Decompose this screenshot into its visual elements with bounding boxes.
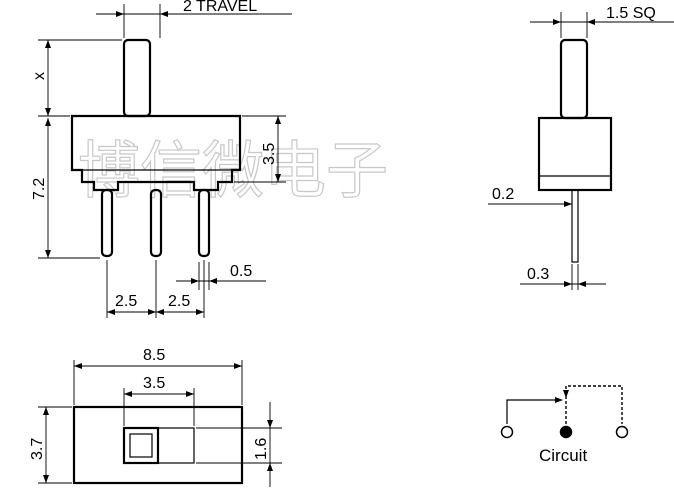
h72-arrow-top	[45, 118, 51, 126]
terminal-common	[559, 425, 573, 439]
top-knob-outer	[122, 426, 160, 465]
x-label: x	[31, 72, 48, 80]
pin-width-label: 0.5	[230, 263, 252, 280]
sq-arrow-right	[587, 19, 595, 25]
side-pin	[571, 189, 579, 263]
slot-arrow-left	[124, 391, 132, 397]
side-body	[537, 116, 613, 192]
pin-right	[197, 188, 211, 258]
front-actuator	[122, 38, 152, 118]
circuit-solid-line	[506, 399, 561, 424]
front-body	[70, 114, 242, 192]
pinw-arrow-left	[191, 278, 199, 284]
travel-arrow-right	[160, 11, 168, 17]
body-width-label: 3.7	[29, 438, 46, 460]
side-view: 1.5 SQ 0.2 0.3	[488, 5, 674, 290]
h72-label: 7.2	[31, 178, 48, 200]
h35-arrow-bottom	[275, 174, 281, 182]
pitch-arrow-3	[156, 309, 164, 315]
pin-middle	[149, 188, 163, 258]
w37-arrow-top	[43, 407, 49, 415]
circuit-solid-arrow	[555, 397, 563, 403]
x-arrow-top	[45, 40, 51, 48]
w16-arrow-bottom	[267, 463, 273, 471]
h35-label: 3.5	[261, 143, 278, 165]
h35-arrow-top	[275, 116, 281, 124]
circuit-symbol: Circuit	[500, 385, 629, 465]
front-view: 2 TRAVEL x 7.2 3.5 2.5 2.5	[31, 0, 292, 318]
travel-label: 2 TRAVEL	[183, 0, 257, 15]
top-body	[72, 405, 244, 485]
pitch-arrow-1	[107, 309, 115, 315]
slot-arrow-right	[186, 391, 194, 397]
pitch-arrow-4	[196, 309, 204, 315]
w37-arrow-bottom	[43, 475, 49, 483]
pitch-arrow-2	[148, 309, 156, 315]
thick-arrow-right	[578, 281, 586, 287]
slot-length-label: 3.5	[143, 375, 165, 392]
terminal-right	[615, 425, 629, 439]
circuit-label: Circuit	[539, 446, 587, 465]
pin-left	[100, 188, 114, 258]
pinw-arrow-right	[209, 278, 217, 284]
top-view: 8.5 3.5 3.7 1.6	[29, 347, 282, 487]
circuit-dashed-arrow	[563, 390, 569, 398]
circuit-dashed-line	[565, 385, 623, 424]
slot-width-label: 1.6	[253, 438, 270, 460]
offset-arrow	[564, 201, 572, 207]
pitch-right-label: 2.5	[168, 293, 190, 310]
x-arrow-bottom	[45, 108, 51, 116]
pitch-left-label: 2.5	[115, 293, 137, 310]
h72-arrow-bottom	[45, 250, 51, 258]
len-arrow-right	[234, 363, 242, 369]
terminal-left	[500, 425, 514, 439]
w16-arrow-top	[267, 420, 273, 428]
thick-arrow-left	[564, 281, 572, 287]
top-knob-inner	[129, 433, 153, 458]
sq-arrow-left	[553, 19, 561, 25]
body-length-label: 8.5	[143, 347, 165, 364]
travel-arrow-left	[116, 11, 124, 17]
actuator-sq-label: 1.5 SQ	[606, 5, 656, 22]
len-arrow-left	[74, 363, 82, 369]
pin-offset-label: 0.2	[492, 186, 514, 203]
pin-thickness-label: 0.3	[527, 266, 549, 283]
side-actuator	[559, 38, 589, 120]
